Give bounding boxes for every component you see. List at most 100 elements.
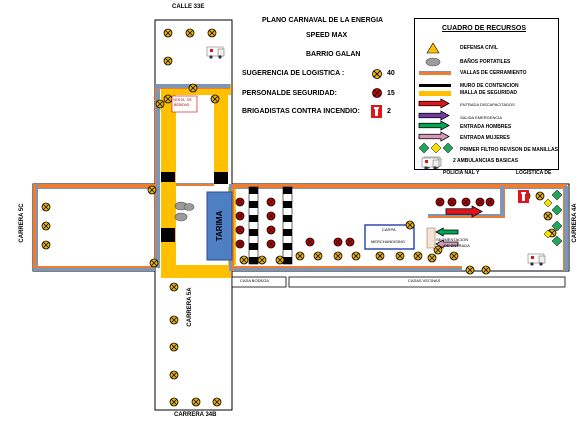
fence [33,184,155,189]
fence [232,266,462,271]
legend-box [414,18,559,170]
logistics-circle-icon [171,317,177,323]
logistics-circle-icon [193,399,199,405]
containment-wall [161,228,175,242]
logistics-circle-icon [372,69,382,79]
security-circle-icon [333,237,343,247]
logistics-circle-icon [275,255,285,265]
security-circle-icon [237,213,243,219]
diamond-icon [551,204,563,216]
legend-label: DEFENSA CIVIL [460,45,498,51]
logistics-circle-icon [214,399,220,405]
logistics-circle-icon [191,397,201,407]
security-circle-icon [268,213,274,219]
mesh-icon [419,91,451,96]
street-label-right: CARRERA 4A [572,203,578,243]
diamond-icon [418,142,430,154]
logistics-circle-icon [467,267,473,273]
logistics-circle-icon [169,282,179,292]
security-circle-icon [487,199,493,205]
logistics-circle-icon [259,257,265,263]
ambulance-icon [527,253,546,266]
logistics-circle-icon [171,372,177,378]
diamond-icon [551,220,563,232]
fence [33,184,38,271]
logistics-circle-icon [465,265,475,275]
security-circle-icon [463,199,469,205]
fire-extinguisher-icon [375,108,378,116]
logistics-circle-icon [545,213,551,219]
security-circle-icon [237,227,243,233]
security-circle-icon [266,225,276,235]
logistics-circle-icon [397,253,403,259]
logistics-circle-icon [210,94,220,104]
logistics-circle-icon [171,399,177,405]
ambulance-icon [433,166,437,170]
logistics-circle-icon [41,202,51,212]
fire-extinguisher-icon [521,192,526,194]
casas-vecinas-label: CASAS VECINAS [408,278,441,283]
logistics-circle-icon [209,30,215,36]
fence [33,266,155,271]
security-circle-icon [266,197,276,207]
security-circle-icon [268,241,274,247]
security-circle-icon [485,197,495,207]
stage-label: TARIMA [215,210,224,242]
logistics-circle-icon [149,187,155,193]
logistics-circle-icon [207,28,217,38]
fence-icon [419,71,451,75]
security-circle-icon [345,237,355,247]
ambulance-icon [539,262,543,266]
ambulance-icon [210,49,213,52]
ambulance-icon [530,262,534,266]
logistics-circle-icon [241,257,247,263]
summary-label-security: PERSONALDE SEGURIDAD: [242,90,337,97]
legend-label: ENTRADA MUJERES [460,135,510,141]
logistics-circle-icon [169,397,179,407]
green-arrow-icon [435,227,459,237]
fire-extinguisher-icon [518,190,529,203]
carrera-5c-street-outline [32,183,156,272]
diamond-icon [543,229,553,239]
legend-label: SALIDA EMERGENCIA [460,115,503,120]
street-label-top: CALLE 33E [172,4,205,10]
fire-extinguisher-icon [522,193,525,201]
entry-label: DE ENTRADA [444,243,470,248]
security-circle-icon [268,199,274,205]
logistics-circle-icon [335,253,341,259]
security-circle-icon [237,199,243,205]
containment-wall [161,172,175,182]
logistics-circle-icon [169,342,179,352]
ambulance-icon [218,55,222,59]
summary-count-security: 15 [387,90,395,97]
ambulance-icon [538,255,546,264]
logistics-circle-icon [187,30,193,36]
casa-bodega-block [231,276,287,288]
diamond-icon [543,198,553,208]
logistics-circle-icon [353,253,359,259]
logistics-circle-icon [543,211,553,221]
summary-count-firefighters: 2 [387,108,391,115]
security-circle-icon [449,199,455,205]
merch-label: MERCHANDISING [371,239,406,244]
logistics-circle-icon [377,253,383,259]
logistics-circle-icon [483,267,489,273]
logistics-circle-icon [535,191,545,201]
pink-arrow-icon [435,239,459,249]
street-label-middle: CARRERA 5A [187,287,193,327]
drinks-sign [171,95,198,113]
logistics-circle-icon [149,258,159,268]
triangle-icon [426,42,440,54]
logistics-circle-icon [43,204,49,210]
logistics-circle-icon [537,193,543,199]
security-circle-icon [372,88,382,98]
pink-arrow-icon [418,131,450,142]
legend-label: ENTRADA HOMBRES [460,124,512,130]
logistics-circle-icon [297,253,303,259]
street-label-bottom: CARRERA 34B [174,412,217,418]
fence [176,183,214,186]
logistics-circle-icon [188,83,198,93]
segmentation-sign [426,227,436,249]
green-arrow-icon [418,120,450,131]
